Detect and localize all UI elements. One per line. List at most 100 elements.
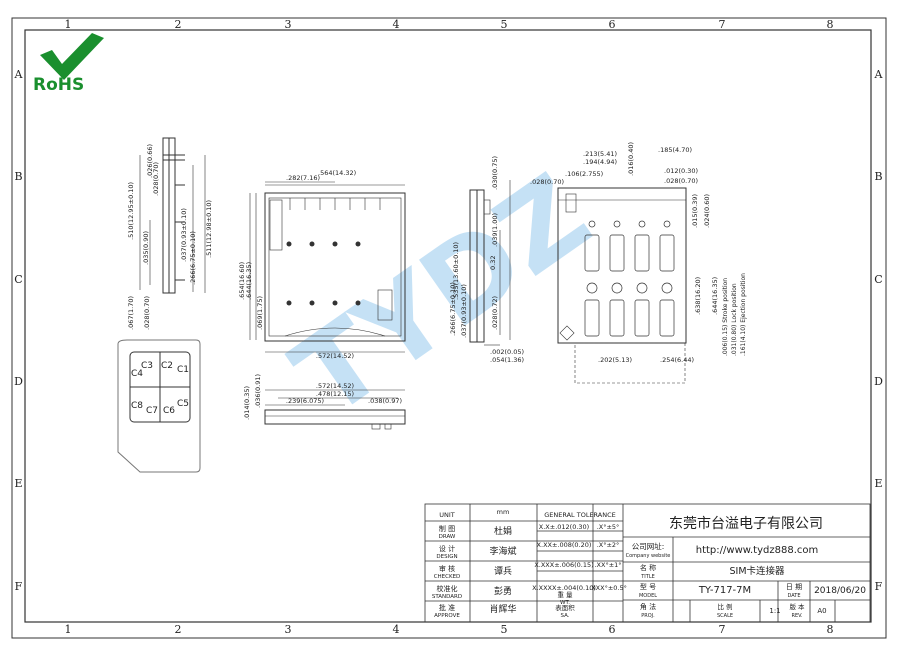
title-block-tol3: X.XXX±.006(0.15) — [534, 561, 593, 569]
row-marker: A — [14, 68, 24, 81]
title-block-rev: A0 — [817, 607, 826, 615]
dimension-label: 0.32 — [489, 256, 497, 270]
dimension-label: .654(16.60) — [238, 262, 246, 300]
title-block-design-label-en: DESIGN — [436, 554, 457, 560]
dimension-label: .026(0.66) — [146, 144, 154, 178]
dimension-label: .015(0.39) — [691, 194, 699, 228]
title-block-company: 东莞市台溢电子有限公司 — [669, 515, 823, 532]
title-block-checked-label: 审 核 — [439, 564, 455, 573]
title-block-approve-label-en: APPROVE — [434, 613, 460, 619]
sim-contact-label: C4 — [131, 369, 143, 379]
title-block-title: SIM卡连接器 — [729, 565, 785, 577]
row-marker: D — [14, 375, 23, 388]
side-view-right-dimensions: .030(0.75).039(1.00)0.32.535(13.60±0.10)… — [449, 156, 524, 364]
dimension-label: .239(6.075) — [286, 397, 324, 405]
title-block-tolerance-label: GENERAL TOLERANCE — [544, 511, 616, 519]
check-mark-icon — [40, 33, 104, 80]
column-marker: 6 — [609, 18, 616, 31]
title-block-website-label: 公司网址: — [632, 541, 665, 551]
title-block-weight-label: 重 量 — [557, 591, 573, 599]
sim-contact-label: C1 — [177, 365, 189, 375]
title-block-title-label: 名 称 — [640, 563, 656, 572]
dimension-label: .028(0.70) — [152, 162, 160, 196]
title-block-checked-name: 谭兵 — [494, 565, 512, 577]
row-marker: D — [874, 375, 883, 388]
dimension-label: .510(12.95±0.10) — [127, 182, 135, 240]
position-label: .006(0.15) Stroke position — [722, 278, 729, 356]
sim-contact-label: C3 — [141, 361, 153, 371]
side-view-right — [469, 180, 511, 346]
side-view-left-dimensions: .026(0.66).028(0.70).510(12.95±0.10).035… — [127, 144, 213, 330]
column-marker: 5 — [501, 623, 508, 636]
column-marker: 5 — [501, 18, 508, 31]
title-block-approve-name: 肖辉华 — [489, 603, 516, 615]
dimension-label: .028(0.70) — [530, 178, 564, 186]
dimension-label: .254(6.44) — [660, 356, 694, 364]
dimension-label: .069(1.75) — [256, 296, 264, 330]
dimension-label: .202(5.13) — [598, 356, 632, 364]
title-block-proj-label: 角 法 — [640, 602, 656, 611]
dimension-label: .644(16.35) — [711, 277, 719, 315]
row-marker: A — [874, 68, 884, 81]
rohs-text: RoHS — [33, 75, 84, 95]
column-marker: 2 — [175, 18, 182, 31]
title-block-unit-label: UNIT — [439, 511, 455, 519]
sim-contact-label: C6 — [163, 406, 175, 416]
bottom-view-dimensions: .213(5.41).194(4.94).185(4.70).106(2.755… — [530, 142, 747, 364]
title-block-website-label-en: Company website — [626, 553, 671, 559]
dimension-label: .213(5.41) — [583, 150, 617, 158]
title-block-model: TY-717-7M — [698, 585, 751, 596]
title-block-tol4: X.XXXX±.004(0.10) — [532, 584, 596, 592]
title-block-rev-label: 版 本 — [789, 602, 805, 611]
row-marker: F — [875, 580, 883, 593]
row-marker: C — [14, 273, 22, 286]
title-block-title-label-en: TITLE — [640, 574, 655, 580]
title-block-model-label: 型 号 — [640, 582, 656, 591]
dimension-label: .039(1.00) — [491, 213, 499, 247]
title-block-scale: 1:1 — [769, 607, 780, 615]
dimension-label: .266(6.75±0.10) — [449, 282, 457, 336]
dimension-label: .002(0.05) — [490, 348, 524, 356]
dimension-label: .644(16.35) — [245, 262, 253, 300]
title-block-proj-label-en: PROJ. — [641, 613, 655, 619]
title-block-tol1: X.X±.012(0.30) — [539, 523, 589, 531]
dimension-label: .014(0.35) — [243, 386, 251, 420]
title-block-unit-value: mm — [497, 508, 510, 516]
column-marker: 2 — [175, 623, 182, 636]
dimension-label: .016(0.40) — [627, 142, 635, 176]
column-marker: 1 — [65, 18, 72, 31]
dimension-label: .037(0.93±0.10) — [180, 208, 188, 262]
dimension-label: .638(16.20) — [694, 277, 702, 315]
rohs-logo: RoHS — [33, 33, 104, 95]
column-marker: 8 — [827, 18, 834, 31]
column-marker: 1 — [65, 623, 72, 636]
dimension-label: .282(7.16) — [286, 174, 320, 182]
column-marker: 4 — [393, 623, 400, 636]
dimension-label: .067(1.70) — [127, 296, 135, 330]
dimension-label: .012(0.30) — [664, 167, 698, 175]
title-block — [424, 503, 871, 623]
title-block-area-label-en: SA. — [560, 613, 569, 619]
dimension-label: .572(14.52) — [316, 352, 354, 360]
title-block-area-label: 表面积 — [555, 603, 575, 612]
title-block-scale-label: 比 例 — [717, 602, 732, 611]
title-block-date: 2018/06/20 — [814, 586, 866, 596]
title-block-ang1: .X°±5° — [597, 523, 620, 531]
column-marker: 4 — [393, 18, 400, 31]
dimension-label: .194(4.94) — [583, 158, 617, 166]
column-marker: 7 — [719, 623, 726, 636]
title-block-design-label: 设 计 — [439, 544, 455, 553]
title-block-date-label-en: DATE — [787, 593, 800, 599]
row-marker: F — [15, 580, 23, 593]
sim-card-outline — [117, 339, 201, 473]
title-block-scale-label-en: SCALE — [717, 613, 733, 619]
title-block-approve-label: 批 准 — [439, 603, 455, 612]
title-block-date-label: 日 期 — [786, 583, 802, 591]
bottom-view — [557, 187, 687, 384]
top-view-dimensions: .564(14.32).282(7.16).654(16.60).644(16.… — [238, 169, 356, 360]
dimension-label: .572(14.52) — [316, 382, 354, 390]
